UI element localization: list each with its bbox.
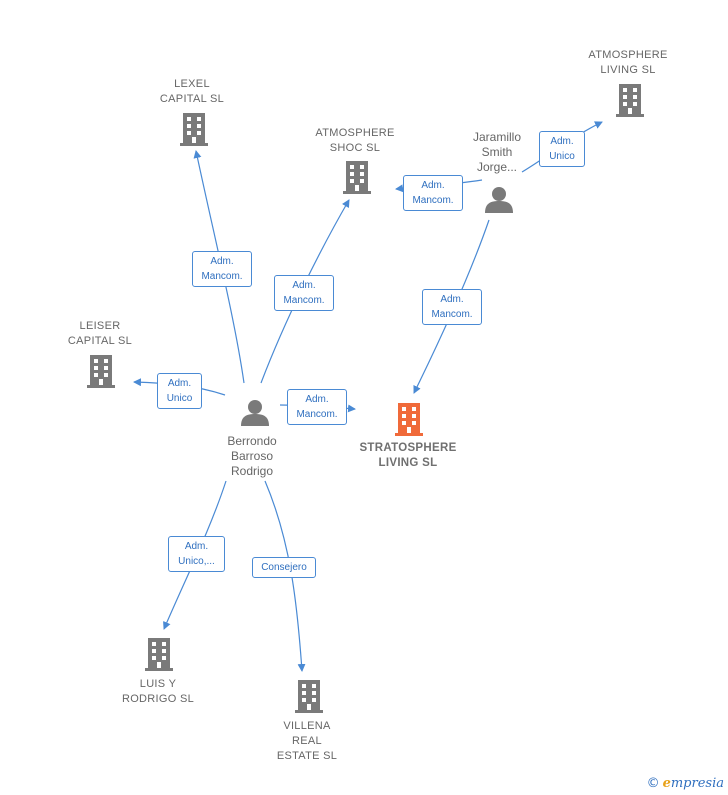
edge-label-jaramillo-living[interactable]: Adm. Unico bbox=[539, 131, 585, 167]
luis-name-line: RODRIGO SL bbox=[121, 693, 195, 705]
edge-label-line: Unico bbox=[166, 393, 193, 404]
jaramillo-name-line: Jaramillo bbox=[472, 130, 522, 144]
jaramillo-person-icon[interactable] bbox=[485, 187, 513, 213]
company-label-living[interactable]: ATMOSPHERE LIVING SL bbox=[588, 48, 667, 78]
empresia-watermark: ©empresia bbox=[647, 776, 724, 791]
berrondo-name-line: Barroso bbox=[230, 449, 274, 463]
berrondo-name-line: Berrondo bbox=[227, 434, 277, 448]
edge-label-line: Mancom. bbox=[283, 295, 325, 306]
shoc-name-line: ATMOSPHERE bbox=[315, 127, 395, 139]
living-name-line: LIVING SL bbox=[600, 64, 656, 76]
edge-label-line: Adm. bbox=[210, 256, 234, 267]
edge-label-stratosphere[interactable]: Adm. Mancom. bbox=[287, 389, 347, 425]
berrondo-name-line: Rodrigo bbox=[230, 464, 274, 478]
lexel-building-icon[interactable] bbox=[180, 113, 208, 146]
leiser-name-line: LEISER bbox=[79, 320, 121, 332]
company-label-stratosphere[interactable]: STRATOSPHERE LIVING SL bbox=[359, 441, 456, 471]
shoc-name-line: SHOC SL bbox=[329, 142, 381, 154]
jaramillo-name-line: Smith bbox=[481, 145, 513, 159]
shoc-building-icon[interactable] bbox=[343, 161, 371, 194]
jaramillo-name-line: Jorge... bbox=[476, 160, 518, 174]
villena-name-line: REAL bbox=[292, 735, 322, 747]
edge-label-line: Adm. bbox=[305, 394, 329, 405]
edge-label-line: Adm. bbox=[421, 180, 445, 191]
edge-label-line: Unico bbox=[549, 151, 575, 162]
strato-name-line: LIVING SL bbox=[378, 457, 438, 469]
edge-label-line: Mancom. bbox=[296, 409, 338, 420]
edge-label-line: Unico,... bbox=[178, 556, 215, 567]
living-name-line: ATMOSPHERE bbox=[588, 49, 668, 61]
brand-logo-text: mpresia bbox=[670, 776, 724, 791]
berrondo-person-icon[interactable] bbox=[241, 400, 269, 426]
edge-label-line: Adm. bbox=[550, 136, 574, 147]
lexel-name-line: LEXEL bbox=[174, 78, 210, 90]
person-label-berrondo[interactable]: Berrondo Barroso Rodrigo bbox=[227, 434, 276, 479]
edge-label-luis[interactable]: Adm. Unico,... bbox=[168, 536, 225, 572]
company-label-leiser[interactable]: LEISER CAPITAL SL bbox=[68, 319, 132, 349]
edge-label-line: Mancom. bbox=[431, 309, 473, 320]
living-building-icon[interactable] bbox=[616, 84, 644, 117]
edge-label-line: Adm. bbox=[184, 541, 209, 552]
company-label-villena[interactable]: VILLENA REAL ESTATE SL bbox=[277, 719, 337, 764]
leiser-building-icon[interactable] bbox=[87, 355, 115, 388]
edge-label-lexel[interactable]: Adm. Mancom. bbox=[192, 251, 252, 287]
edge-label-line: Adm. bbox=[167, 378, 192, 389]
person-label-jaramillo[interactable]: Jaramillo Smith Jorge... bbox=[473, 130, 521, 175]
villena-name-line: VILLENA bbox=[283, 720, 331, 732]
luis-building-icon[interactable] bbox=[145, 638, 173, 671]
edge-label-line: Mancom. bbox=[412, 195, 454, 206]
luis-name-line: LUIS Y bbox=[139, 678, 177, 690]
edge-label-jaramillo-shoc[interactable]: Adm. Mancom. bbox=[403, 175, 463, 211]
leiser-name-line: CAPITAL SL bbox=[67, 335, 133, 347]
edge-label-line: Adm. bbox=[440, 294, 464, 305]
strato-building-icon[interactable] bbox=[395, 403, 423, 436]
villena-building-icon[interactable] bbox=[295, 680, 323, 713]
strato-name-line: STRATOSPHERE bbox=[359, 442, 457, 454]
edge-label-villena[interactable]: Consejero bbox=[252, 557, 316, 578]
edge-label-line: Adm. bbox=[292, 280, 316, 291]
edge-label-line: Consejero bbox=[261, 562, 307, 573]
edge-label-line: Mancom. bbox=[201, 271, 243, 282]
lexel-name-line: CAPITAL SL bbox=[159, 93, 225, 105]
company-label-luis[interactable]: LUIS Y RODRIGO SL bbox=[122, 677, 194, 707]
copyright-icon: © bbox=[646, 776, 660, 791]
brand-logo-initial: e bbox=[662, 776, 671, 791]
edge-label-shoc[interactable]: Adm. Mancom. bbox=[274, 275, 334, 311]
villena-name-line: ESTATE SL bbox=[276, 750, 338, 762]
company-label-shoc[interactable]: ATMOSPHERE SHOC SL bbox=[315, 126, 394, 156]
company-label-lexel[interactable]: LEXEL CAPITAL SL bbox=[160, 77, 224, 107]
edge-label-leiser[interactable]: Adm. Unico bbox=[157, 373, 202, 409]
edge-label-jaramillo-strato[interactable]: Adm. Mancom. bbox=[422, 289, 482, 325]
